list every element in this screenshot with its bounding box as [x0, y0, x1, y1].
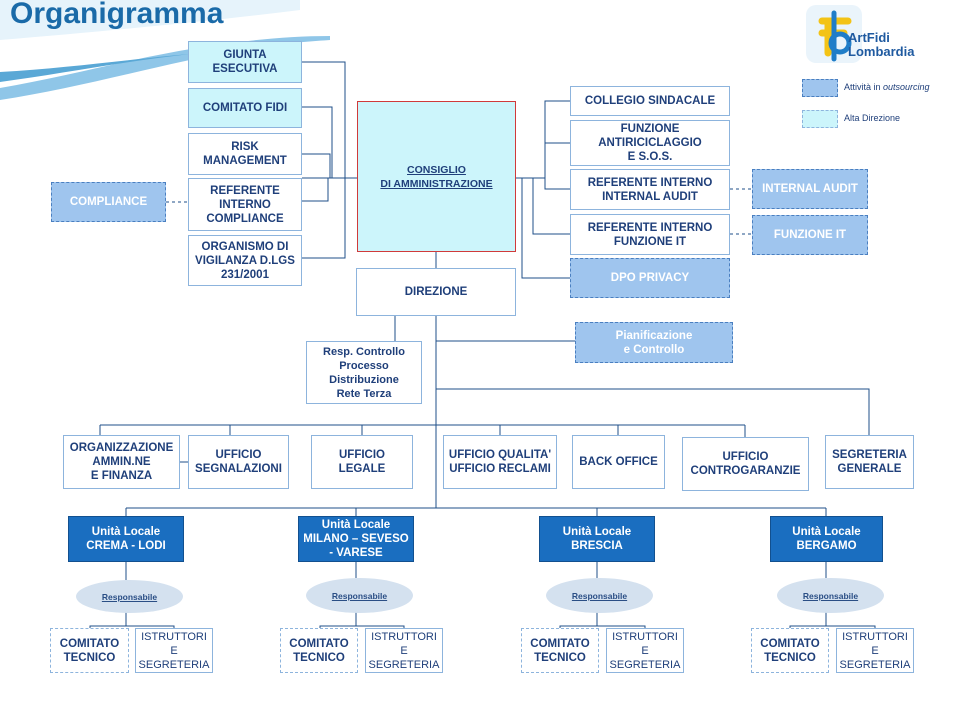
resp-controllo-box[interactable]: Resp. Controllo Processo Distribuzione R…: [306, 341, 422, 404]
unit-milano-box[interactable]: Unità Locale MILANO – SEVESO - VARESE: [298, 516, 414, 562]
unit-bergamo-box[interactable]: Unità Locale BERGAMO: [770, 516, 883, 562]
direzione-box[interactable]: DIREZIONE: [356, 268, 516, 316]
responsabile-crema-ellipse[interactable]: Responsabile: [76, 580, 183, 613]
funzione-antiriciclaggio-box[interactable]: FUNZIONE ANTIRICICLAGGIO E S.O.S.: [570, 120, 730, 166]
pianificazione-controllo-box[interactable]: Pianificazione e Controllo: [575, 322, 733, 363]
unit-crema-lodi-box[interactable]: Unità Locale CREMA - LODI: [68, 516, 184, 562]
comitato-tecnico-brescia-box[interactable]: COMITATO TECNICO: [521, 628, 599, 673]
consiglio-amministrazione-box[interactable]: CONSIGLIO DI AMMINISTRAZIONE: [357, 101, 516, 252]
risk-management-box[interactable]: RISK MANAGEMENT: [188, 133, 302, 175]
comitato-tecnico-crema-box[interactable]: COMITATO TECNICO: [50, 628, 129, 673]
office-legale-box[interactable]: UFFICIO LEGALE: [311, 435, 413, 489]
collegio-sindacale-box[interactable]: COLLEGIO SINDACALE: [570, 86, 730, 116]
referente-compliance-box[interactable]: REFERENTE INTERNO COMPLIANCE: [188, 178, 302, 231]
artfidi-logo-icon: [806, 5, 862, 63]
responsabile-milano-ellipse[interactable]: Responsabile: [306, 578, 413, 613]
compliance-box[interactable]: COMPLIANCE: [51, 182, 166, 222]
legend-outsourcing-label: Attività in outsourcing: [844, 82, 930, 92]
unit-brescia-box[interactable]: Unità Locale BRESCIA: [539, 516, 655, 562]
legend-alta-direzione-swatch: [802, 110, 838, 128]
office-back-office-box[interactable]: BACK OFFICE: [572, 435, 665, 489]
giunta-esecutiva-box[interactable]: GIUNTA ESECUTIVA: [188, 41, 302, 83]
istruttori-milano-box[interactable]: ISTRUTTORI E SEGRETERIA: [365, 628, 443, 673]
istruttori-bergamo-box[interactable]: ISTRUTTORI E SEGRETERIA: [836, 628, 914, 673]
office-organizzazione-box[interactable]: ORGANIZZAZIONE AMMIN.NE E FINANZA: [63, 435, 180, 489]
legend-outsourcing-swatch: [802, 79, 838, 97]
funzione-it-box[interactable]: FUNZIONE IT: [752, 215, 868, 255]
office-segreteria-box[interactable]: SEGRETERIA GENERALE: [825, 435, 914, 489]
istruttori-brescia-box[interactable]: ISTRUTTORI E SEGRETERIA: [606, 628, 684, 673]
responsabile-brescia-ellipse[interactable]: Responsabile: [546, 578, 653, 613]
referente-funzione-it-box[interactable]: REFERENTE INTERNO FUNZIONE IT: [570, 214, 730, 255]
internal-audit-box[interactable]: INTERNAL AUDIT: [752, 169, 868, 209]
header-wave: [0, 0, 330, 100]
responsabile-bergamo-ellipse[interactable]: Responsabile: [777, 578, 884, 613]
office-controgaranzie-box[interactable]: UFFICIO CONTROGARANZIE: [682, 437, 809, 491]
module-revision: Mod. 06 a-4 Rev.23: [11, 43, 71, 68]
referente-internal-audit-box[interactable]: REFERENTE INTERNO INTERNAL AUDIT: [570, 169, 730, 210]
comitato-tecnico-milano-box[interactable]: COMITATO TECNICO: [280, 628, 358, 673]
logo-text: ArtFidi Lombardia: [848, 30, 915, 59]
office-qualita-box[interactable]: UFFICIO QUALITA' UFFICIO RECLAMI: [443, 435, 557, 489]
organismo-vigilanza-box[interactable]: ORGANISMO DI VIGILANZA D.LGS 231/2001: [188, 235, 302, 286]
page-title: Organigramma: [10, 0, 224, 30]
comitato-fidi-box[interactable]: COMITATO FIDI: [188, 88, 302, 128]
comitato-tecnico-bergamo-box[interactable]: COMITATO TECNICO: [751, 628, 829, 673]
istruttori-crema-box[interactable]: ISTRUTTORI E SEGRETERIA: [135, 628, 213, 673]
dpo-privacy-box[interactable]: DPO PRIVACY: [570, 258, 730, 298]
legend-alta-direzione-label: Alta Direzione: [844, 113, 901, 123]
office-segnalazioni-box[interactable]: UFFICIO SEGNALAZIONI: [188, 435, 289, 489]
